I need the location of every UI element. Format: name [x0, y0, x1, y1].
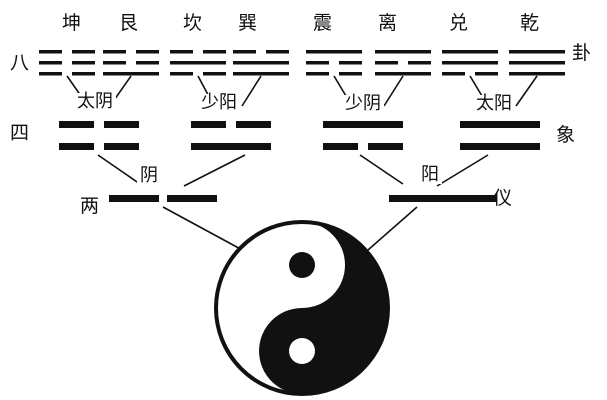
trigram-yin-line-right	[72, 50, 95, 54]
trigram-yang-line	[509, 72, 565, 76]
trigram-label-kan: 坎	[183, 12, 203, 34]
liangyi-label-yang: 阳	[418, 166, 442, 184]
trigram-label-qian: 乾	[520, 12, 540, 34]
trigram-label-xun: 巽	[238, 12, 258, 34]
trigram-yin-line-right	[203, 72, 226, 76]
trigram-label-kun: 坤	[62, 12, 82, 34]
trigram-yin-line-left	[442, 72, 465, 76]
row-label-bagua-left: 八	[10, 52, 30, 74]
sixiang-label-taiyin: 太阴	[74, 93, 116, 111]
sixiang-yin-line-left	[191, 121, 226, 128]
liangyi-yang-line	[389, 195, 497, 202]
trigram-yang-line	[375, 72, 431, 76]
trigram-yin-line-right	[339, 61, 362, 65]
connector-yin-taiji	[162, 206, 247, 253]
row-label-sixiang-right: 象	[556, 124, 576, 146]
taiji-symbol	[214, 220, 390, 396]
sixiang-label-taiyang: 太阳	[473, 95, 515, 113]
liangyi-yin-line-left	[109, 195, 159, 202]
trigram-yin-line-right	[136, 50, 159, 54]
trigram-yang-line	[375, 50, 431, 54]
trigram-yin-line-right	[72, 61, 95, 65]
trigram-yin-line-left	[39, 72, 62, 76]
trigram-yin-line-left	[170, 72, 193, 76]
trigram-yin-line-left	[233, 50, 256, 54]
connector-shaoyang-yin	[183, 154, 246, 187]
sixiang-yin-line-right	[104, 143, 139, 150]
sixiang-yang-line	[460, 143, 540, 150]
trigram-yang-line	[170, 61, 226, 65]
trigram-yin-line-right	[339, 72, 362, 76]
trigram-yin-line-right	[72, 72, 95, 76]
row-label-liangyi-right: 仪	[493, 187, 513, 209]
trigram-yin-line-right	[203, 50, 226, 54]
line-marks	[39, 50, 565, 202]
sixiang-yang-line	[191, 143, 271, 150]
trigram-yin-line-left	[306, 72, 329, 76]
trigram-yang-line	[509, 50, 565, 54]
trigram-yin-line-right	[408, 61, 431, 65]
trigram-yang-line	[306, 50, 362, 54]
sixiang-yin-line-left	[59, 121, 94, 128]
trigram-yin-line-left	[103, 50, 126, 54]
trigram-yin-line-left	[170, 50, 193, 54]
row-label-liangyi-left: 两	[80, 195, 100, 217]
trigram-yin-line-left	[306, 61, 329, 65]
sixiang-yin-line-right	[368, 143, 403, 150]
trigram-label-zhen: 震	[313, 12, 333, 34]
trigram-yang-line	[509, 61, 565, 65]
trigram-yin-line-right	[136, 61, 159, 65]
connector-yang-taiji	[367, 206, 418, 251]
trigram-yin-line-right	[266, 50, 289, 54]
liangyi-yin-line-right	[167, 195, 217, 202]
row-label-sixiang-left: 四	[10, 122, 30, 144]
trigram-label-gen: 艮	[119, 12, 139, 34]
trigram-yang-line	[233, 72, 289, 76]
trigram-yin-line-left	[375, 61, 398, 65]
connector-shaoyin-yang	[359, 154, 404, 185]
trigram-yin-line-left	[39, 50, 62, 54]
sixiang-yin-line-right	[104, 121, 139, 128]
connector-taiyang-yang	[436, 154, 489, 187]
trigram-yang-line	[233, 61, 289, 65]
trigram-yang-line	[442, 50, 498, 54]
sixiang-label-shaoyin: 少阴	[342, 95, 384, 113]
trigram-yang-line	[442, 61, 498, 65]
sixiang-yang-line	[460, 121, 540, 128]
sixiang-yang-line	[323, 121, 403, 128]
trigram-yin-line-left	[39, 61, 62, 65]
trigram-label-li: 离	[378, 12, 398, 34]
liangyi-label-yin: 阴	[137, 167, 161, 185]
sixiang-yin-line-left	[59, 143, 94, 150]
sixiang-label-shaoyang: 少阳	[198, 94, 240, 112]
trigram-yang-line	[103, 72, 159, 76]
row-label-bagua-right: 卦	[572, 42, 592, 64]
trigram-label-dui: 兑	[449, 12, 469, 34]
connector-trigram-7	[515, 75, 538, 107]
trigram-yin-line-left	[103, 61, 126, 65]
connector-trigram-3	[241, 75, 262, 107]
connector-trigram-5	[383, 75, 404, 107]
sixiang-yin-line-left	[323, 143, 358, 150]
taiji-yang-eye	[289, 338, 315, 364]
trigram-yin-line-right	[475, 72, 498, 76]
connector-taiyin-yin	[97, 154, 141, 185]
sixiang-yin-line-right	[236, 121, 271, 128]
taiji-yin-eye	[289, 252, 315, 278]
